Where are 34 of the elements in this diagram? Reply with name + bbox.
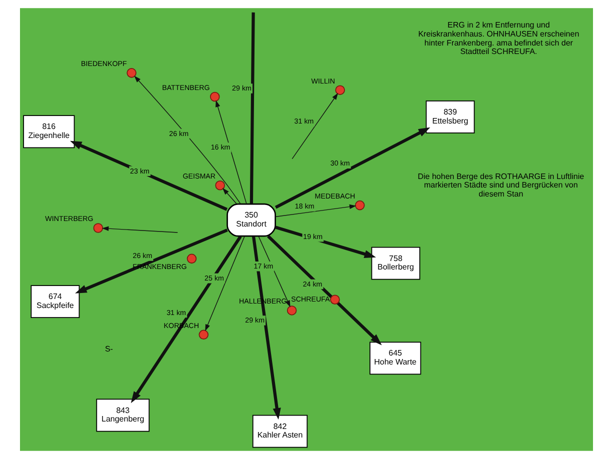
node-circle (334, 85, 344, 95)
node-circle (198, 330, 208, 340)
arrow (266, 235, 382, 346)
node-circle (126, 68, 136, 78)
node-circle (92, 223, 103, 233)
arrow (70, 140, 227, 211)
node-circle (186, 254, 196, 264)
node-circle (286, 306, 296, 316)
node-box: 842 Kahler Asten (252, 414, 308, 448)
node-circle (214, 180, 224, 190)
arrow (101, 226, 178, 233)
arrow (204, 236, 244, 332)
node-circle (354, 200, 364, 210)
arrow (134, 76, 240, 204)
label: Die hohen Berge des ROTHAARGE in Luftlinie markierten Städte sind und Bergrücken von diesem Stan (417, 172, 584, 199)
node-box: 674 Sackpfeife (30, 285, 80, 318)
arrow (215, 100, 246, 204)
node-box: 839 Ettelsberg (425, 100, 474, 134)
node-box: 645 Hohe Warte (369, 342, 421, 375)
label: ERG in 2 km Entfernung und Kreiskrankenhaus. OHNHAUSEN erscheinen hinter Frankenberg. ama befindet sich der Stadtteil SCHREUFA. (418, 20, 579, 56)
arrow (74, 228, 228, 294)
node-box: 816 Ziegenhelle (22, 115, 74, 148)
connector (249, 12, 254, 204)
label: S- (104, 344, 112, 354)
arrow (274, 127, 430, 209)
node-box: 758 Bollerberg (370, 246, 420, 280)
arrow (258, 236, 290, 308)
node-box: 843 Langenberg (96, 398, 150, 432)
arrow (274, 226, 376, 258)
node-circle (209, 92, 220, 102)
arrow (274, 204, 356, 218)
node-box: 350 Standort (226, 203, 276, 237)
arrow (222, 188, 237, 204)
node-circle (330, 294, 340, 304)
